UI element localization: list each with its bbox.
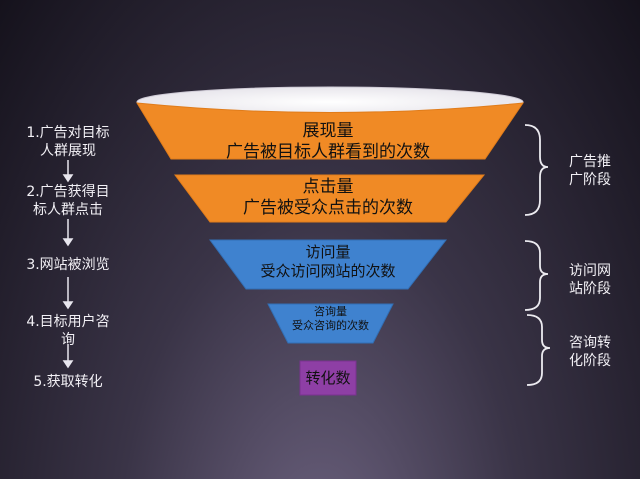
impressions-desc: 广告被目标人群看到的次数: [226, 142, 430, 162]
conversions-title: 转化数: [305, 369, 351, 387]
down-arrow-icon: [62, 238, 74, 247]
inquiries-desc: 受众咨询的次数: [292, 319, 369, 332]
step-2-line1: 2.广告获得目: [26, 184, 110, 200]
funnel-layer-visits: [209, 239, 448, 290]
bracket-inquiry-phase: [526, 314, 551, 386]
down-arrow-icon: [62, 301, 74, 310]
funnel-label-inquiries: 咨询量 受众咨询的次数: [270, 305, 391, 333]
clicks-desc: 广告被受众点击的次数: [243, 198, 413, 218]
funnel-layer-conversions: [299, 360, 357, 396]
impressions-title: 展现量: [302, 121, 354, 141]
step-3-line1: 3.网站被浏览: [26, 257, 110, 273]
phase-inquiry-label: 咨询转 化阶段: [560, 334, 620, 370]
phase-inquiry-line2: 化阶段: [569, 353, 611, 369]
step-2-line2: 标人群点击: [33, 202, 103, 218]
funnel-layer-impressions: [136, 102, 525, 160]
phase-visit-line1: 访问网: [569, 263, 611, 279]
step-4-line2: 询: [61, 332, 75, 348]
phase-inquiry-line1: 咨询转: [569, 335, 611, 351]
funnel-layer-inquiries: [267, 303, 394, 344]
funnel-layer-clicks: [174, 174, 486, 223]
bracket-ad-phase: [524, 124, 549, 216]
step-5-line1: 5.获取转化: [33, 374, 103, 390]
phase-ad-line1: 广告推: [569, 154, 611, 170]
phase-ad-label: 广告推 广阶段: [560, 153, 620, 189]
step-3-label: 3.网站被浏览: [18, 256, 118, 274]
step-1-label: 1.广告对目标 人群展现: [18, 124, 118, 160]
funnel-label-impressions: 展现量 广告被目标人群看到的次数: [171, 121, 485, 163]
step-2-label: 2.广告获得目 标人群点击: [18, 183, 118, 219]
phase-visit-line2: 站阶段: [569, 281, 611, 297]
visits-title: 访问量: [305, 243, 351, 261]
phase-visit-label: 访问网 站阶段: [560, 262, 620, 298]
step-4-line1: 4.目标用户咨: [26, 314, 110, 330]
down-arrow-icon: [62, 174, 74, 183]
bracket-visit-phase: [524, 240, 549, 311]
funnel-label-visits: 访问量 受众访问网站的次数: [220, 243, 436, 281]
funnel-label-clicks: 点击量 广告被受众点击的次数: [200, 177, 456, 219]
visits-desc: 受众访问网站的次数: [260, 262, 396, 280]
step-5-label: 5.获取转化: [18, 373, 118, 391]
inquiries-title: 咨询量: [314, 305, 347, 318]
funnel-label-conversions: 转化数: [300, 369, 356, 387]
clicks-title: 点击量: [302, 177, 354, 197]
step-1-line1: 1.广告对目标: [26, 125, 110, 141]
phase-ad-line2: 广阶段: [569, 172, 611, 188]
step-4-label: 4.目标用户咨 询: [18, 313, 118, 349]
down-arrow-icon: [62, 360, 74, 369]
step-1-line2: 人群展现: [40, 143, 96, 159]
